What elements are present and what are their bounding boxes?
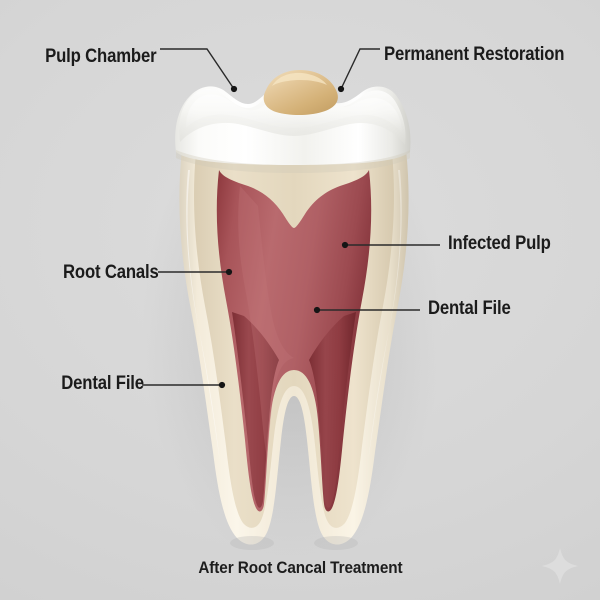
label-pulp-chamber: Pulp Chamber [45, 46, 157, 67]
label-permanent-restoration: Permanent Restoration [384, 44, 565, 65]
leader-pulp-chamber [160, 48, 235, 90]
leader-permanent-restoration [340, 48, 380, 90]
label-dental-file-right: Dental File [428, 298, 511, 319]
figure-caption: After Root Cancal Treatment [0, 558, 600, 578]
figure-caption-text: After Root Cancal Treatment [197, 558, 403, 577]
sparkle-icon [542, 548, 578, 584]
label-infected-pulp: Infected Pulp [448, 233, 551, 254]
label-root-canals: Root Canals [63, 262, 159, 283]
label-dental-file-left: Dental File [61, 373, 144, 394]
